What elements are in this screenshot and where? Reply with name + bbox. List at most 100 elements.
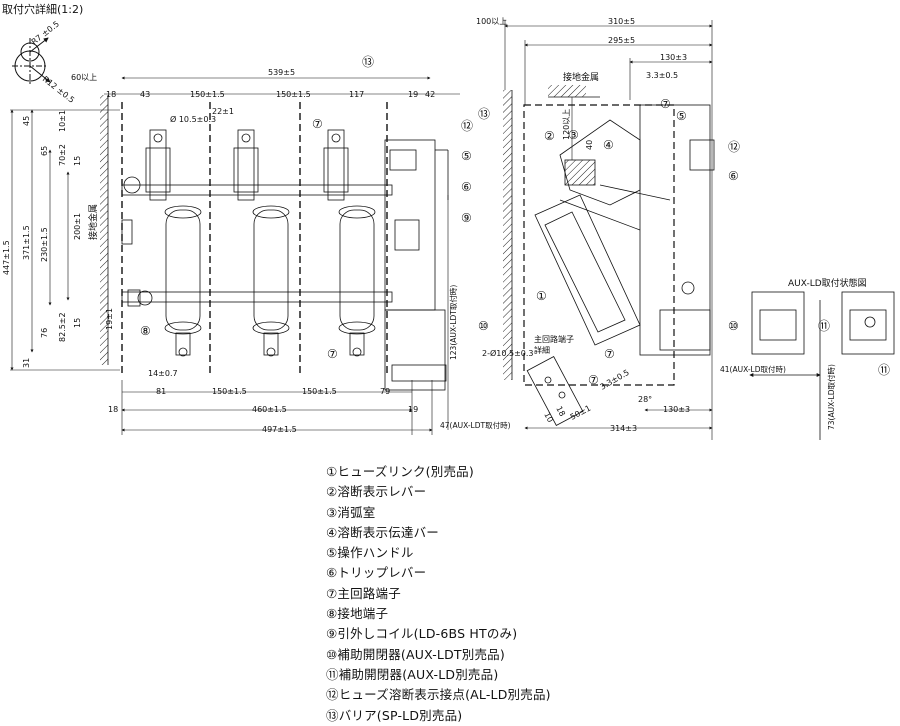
callout-7-side-bottom: ⑦ [604, 347, 615, 361]
callout-2-side: ② [544, 129, 555, 143]
dim-top-18: 18 [106, 90, 116, 99]
dim-bottom-18: 18 [108, 405, 118, 414]
dim-45: 45 [22, 116, 31, 126]
side-dim-lines [504, 20, 713, 440]
technical-drawing: 取付穴詳細(1:2) R7 ±0.5 R12 ±0.5 [2, 2, 895, 440]
aux-view [749, 291, 895, 440]
terminal-dim-18: 18 [554, 405, 567, 418]
dim-top-150a: 150±1.5 [190, 90, 225, 99]
side-dim-130-bottom: 130±3 [663, 405, 690, 414]
dim-top-43: 43 [140, 90, 150, 99]
callout-7-front-b: ⑦ [327, 347, 338, 361]
front-ground-label: 接地金属 [87, 204, 99, 240]
dim-aux-ldt-123: 123(AUX-LDT取付時) [448, 285, 458, 360]
callout-5-front: ⑤ [461, 149, 472, 163]
legend-item-4: ④溶断表示伝達バー [326, 524, 440, 540]
dim-bottom-79: 79 [380, 387, 390, 396]
dim-447: 447±1.5 [2, 240, 11, 275]
dim-10: 10±1 [58, 110, 67, 132]
callout-9-front: ⑨ [461, 211, 472, 225]
front-dim-lines [10, 76, 460, 435]
legend-item-3: ③消弧室 [326, 504, 376, 520]
legend-item-6: ⑥トリップレバー [326, 565, 427, 581]
pole-1 [145, 129, 202, 357]
legend-item-5: ⑤操作ハンドル [326, 545, 414, 561]
callout-markers: ⑬ ⑦ ⑫ ⑤ ⑥ ⑨ ⑧ ⑦ ⑩ ⑬ ② ③ ④ ⑦ ⑤ ⑫ ⑥ ① ⑦ ⑦ … [140, 55, 890, 387]
terminal-hole-spec: 2-Ø10.5±0.3 [482, 348, 534, 358]
side-dim-130-top: 130±3 [660, 53, 687, 62]
front-view [100, 95, 449, 391]
dim-bottom-497: 497±1.5 [262, 425, 297, 434]
dim-31: 31 [22, 358, 31, 368]
dim-19: 19±1 [105, 308, 114, 330]
hole-radius-small: R7 ±0.5 [30, 19, 61, 46]
side-dim-120: 120以上 [562, 109, 571, 140]
callout-6-front: ⑥ [461, 180, 472, 194]
pole-3 [323, 129, 376, 357]
dim-200: 200±1 [73, 213, 82, 240]
terminal-detail-label-2: 詳細 [534, 345, 550, 355]
dim-offset-60: 60以上 [71, 73, 97, 82]
callout-10-side: ⑩ [728, 319, 739, 333]
pole-2 [233, 129, 290, 357]
callout-1-side: ① [536, 289, 547, 303]
dim-top-150b: 150±1.5 [276, 90, 311, 99]
dim-hole-dia: Ø 10.5±0.3 [170, 114, 216, 124]
dim-top-117: 117 [349, 90, 364, 99]
callout-13-front: ⑬ [362, 55, 374, 69]
side-dim-28deg: 28° [638, 395, 652, 404]
side-dim-295: 295±5 [608, 36, 635, 45]
legend-item-12: ⑫ヒューズ溶断表示接点(AL-LD別売品) [326, 687, 551, 703]
side-dim-40: 40 [585, 140, 594, 150]
legend-item-2: ②溶断表示レバー [326, 484, 427, 500]
side-view [503, 85, 715, 426]
dim-overall-top: 539±5 [268, 68, 295, 77]
dim-bottom-81: 81 [156, 387, 166, 396]
legend-item-1: ①ヒューズリンク(別売品) [326, 464, 474, 479]
callout-8-front: ⑧ [140, 324, 151, 338]
dim-bottom-150b: 150±1.5 [302, 387, 337, 396]
terminal-dim-10: 10 [542, 411, 555, 424]
mounting-hole-detail [12, 37, 51, 86]
callout-7-side-detail: ⑦ [588, 373, 599, 387]
callout-6-side: ⑥ [728, 169, 739, 183]
callout-5-side: ⑤ [676, 109, 687, 123]
dim-371: 371±1.5 [22, 225, 31, 260]
detail-title: 取付穴詳細(1:2) [2, 2, 83, 16]
dim-top-19: 19 [408, 90, 418, 99]
dim-bottom-19: 19 [408, 405, 418, 414]
dim-bottom-150a: 150±1.5 [212, 387, 247, 396]
dim-15b: 15 [73, 318, 82, 328]
aux-dim-41: 41(AUX-LD取付時) [720, 364, 786, 374]
dim-top-42: 42 [425, 90, 435, 99]
legend-item-11: ⑪補助開閉器(AUX-LD別売品) [326, 666, 499, 682]
dim-230: 230±1.5 [40, 227, 49, 262]
callout-10-front: ⑩ [478, 319, 489, 333]
dim-aux-ldt-47: 47(AUX-LDT取付時) [440, 420, 511, 430]
legend-item-8: ⑧接地端子 [326, 606, 389, 622]
side-ground-label: 接地金属 [563, 71, 599, 83]
dim-bottom-14: 14±0.7 [148, 369, 178, 378]
callout-12-side: ⑫ [728, 140, 740, 154]
dim-65: 65 [40, 146, 49, 156]
callout-12-front: ⑫ [461, 119, 473, 133]
legend-item-7: ⑦主回路端子 [326, 585, 401, 601]
terminal-detail-label-1: 主回路端子 [534, 334, 574, 344]
side-dim-3-3-bottom: 3.3±0.5 [599, 368, 631, 392]
side-dim-310: 310±5 [608, 17, 635, 26]
side-dim-3-3-top: 3.3±0.5 [646, 71, 678, 80]
callout-7-front-a: ⑦ [312, 117, 323, 131]
dim-bottom-460: 460±1.5 [252, 405, 287, 414]
aux-dim-73: 73(AUX-LD取付時) [826, 364, 836, 430]
callout-7-side-top: ⑦ [660, 97, 671, 111]
dim-70: 70±2 [58, 144, 67, 166]
side-dim-314: 314±3 [610, 424, 637, 433]
callout-11-aux-a: ⑪ [818, 319, 830, 333]
side-dim-100: 100以上 [476, 17, 507, 26]
callout-3-side: ③ [568, 128, 579, 142]
legend-item-10: ⑩補助開閉器(AUX-LDT別売品) [326, 646, 505, 662]
dim-top-22: 22±1 [212, 107, 234, 116]
dim-76: 76 [40, 328, 49, 338]
parts-legend: ①ヒューズリンク(別売品) ②溶断表示レバー ③消弧室 ④溶断表示伝達バー ⑤操… [326, 462, 551, 726]
legend-item-9: ⑨引外しコイル(LD-6BS HTのみ) [326, 626, 518, 642]
